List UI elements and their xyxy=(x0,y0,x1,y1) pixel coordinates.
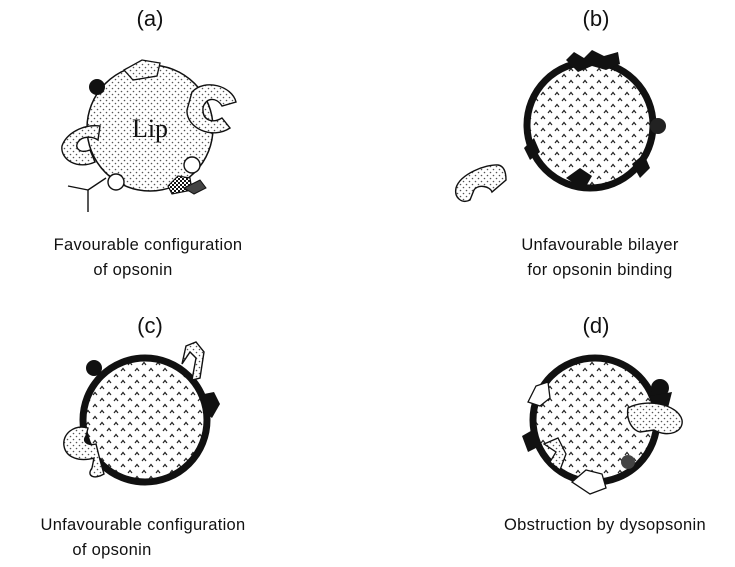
panel-d-caption: Obstruction by dysopsonin xyxy=(476,513,734,538)
opsonin-detached xyxy=(456,165,506,201)
opsonin-ball xyxy=(89,79,105,95)
liposome-b xyxy=(527,62,653,188)
panel-d-figure xyxy=(522,358,682,494)
panel-b-caption: Unfavourable bilayer for opsonin binding xyxy=(480,233,720,283)
caption-line: Obstruction by dysopsonin xyxy=(476,513,734,538)
opsonin-ball-c xyxy=(86,360,102,376)
opsonin-ball-bottom xyxy=(621,455,635,469)
caption-line: Unfavourable configuration xyxy=(2,513,284,538)
liposome-label: Lip xyxy=(132,114,168,143)
receptor-lines xyxy=(68,178,106,212)
opsonin-ball-b xyxy=(650,118,666,134)
caption-line: Unfavourable bilayer xyxy=(480,233,720,258)
opsonin-open-1 xyxy=(108,174,124,190)
panel-a-figure: Lip xyxy=(62,60,236,212)
panel-c-caption: Unfavourable configuration of opsonin xyxy=(2,513,284,563)
panel-c-figure xyxy=(64,342,220,482)
panel-a-caption: Favourable configuration of opsonin xyxy=(18,233,278,283)
panel-b-figure xyxy=(456,50,666,201)
caption-line: of opsonin xyxy=(0,538,284,563)
opsonin-open-2 xyxy=(184,157,200,173)
caption-line: Favourable configuration xyxy=(18,233,278,258)
opsonin-c-right xyxy=(187,85,236,133)
opsonin-c-d xyxy=(628,403,683,434)
caption-line: of opsonin xyxy=(0,258,278,283)
caption-line: for opsonin binding xyxy=(480,258,720,283)
